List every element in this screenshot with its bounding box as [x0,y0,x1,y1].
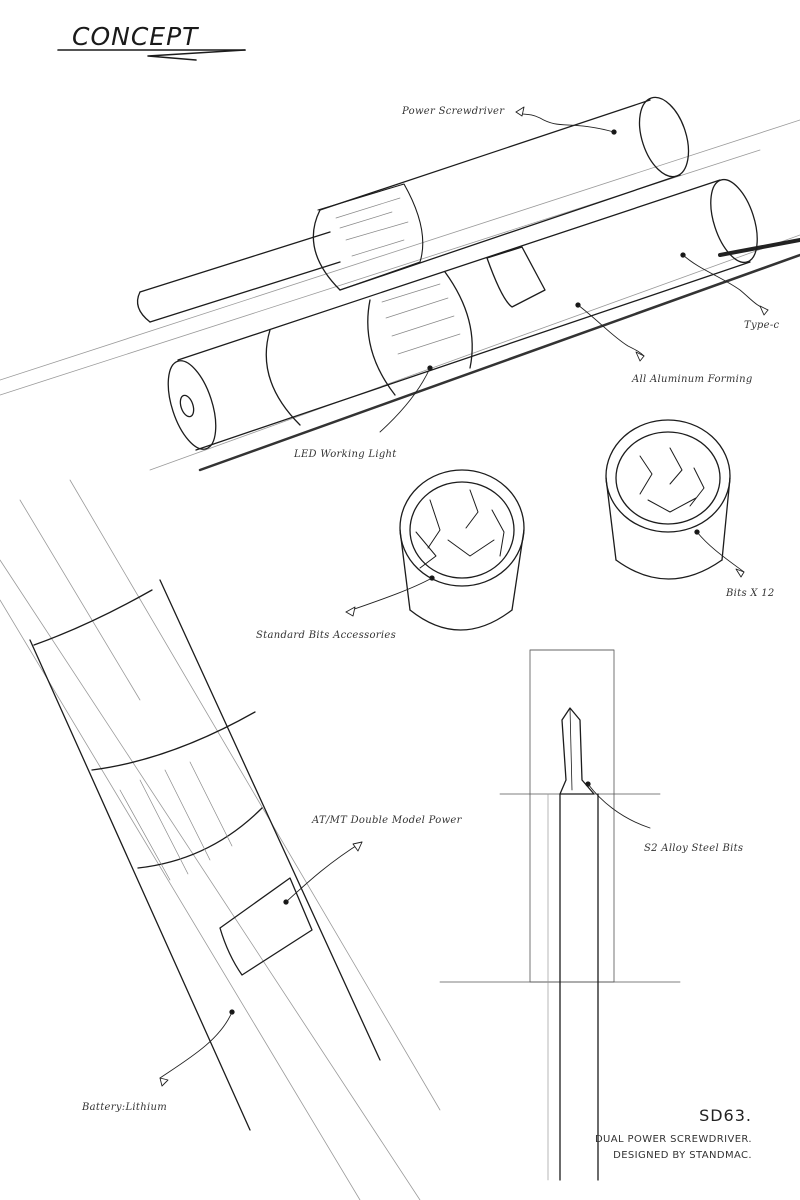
battery-tube-drawing [29,579,381,1131]
product-line: DUAL POWER SCREWDRIVER. [594,1134,752,1145]
callout-power-screwdriver: Power Screwdriver [402,106,505,117]
designer-line: DESIGNED BY STANDMAC. [613,1150,752,1161]
callout-type-c: Type-c [744,320,780,331]
model-code: SD63. [699,1106,752,1125]
page-heading: CONCEPT [72,22,199,51]
callout-battery-lithium: Battery:Lithium [82,1102,167,1113]
standard-bits-cap-drawing [399,469,525,631]
callout-bits-x12: Bits X 12 [726,588,775,599]
callout-led-working-light: LED Working Light [294,449,397,460]
construction-lines [0,119,800,1200]
bits-x12-cap-drawing [605,419,731,580]
callout-leaders [159,111,769,1079]
power-screwdriver-drawing [136,96,690,323]
heading-underline [57,49,246,61]
callout-s2-alloy-steel-bits: S2 Alloy Steel Bits [644,843,744,854]
callout-arrowheads [159,106,769,1087]
s2-bit-drawing [439,649,681,1181]
callout-all-aluminum-forming: All Aluminum Forming [632,374,753,385]
callout-standard-bits-accessories: Standard Bits Accessories [256,630,397,641]
callout-at-mt-double-model-power: AT/MT Double Model Power [312,815,462,826]
main-body-drawing [167,178,758,451]
